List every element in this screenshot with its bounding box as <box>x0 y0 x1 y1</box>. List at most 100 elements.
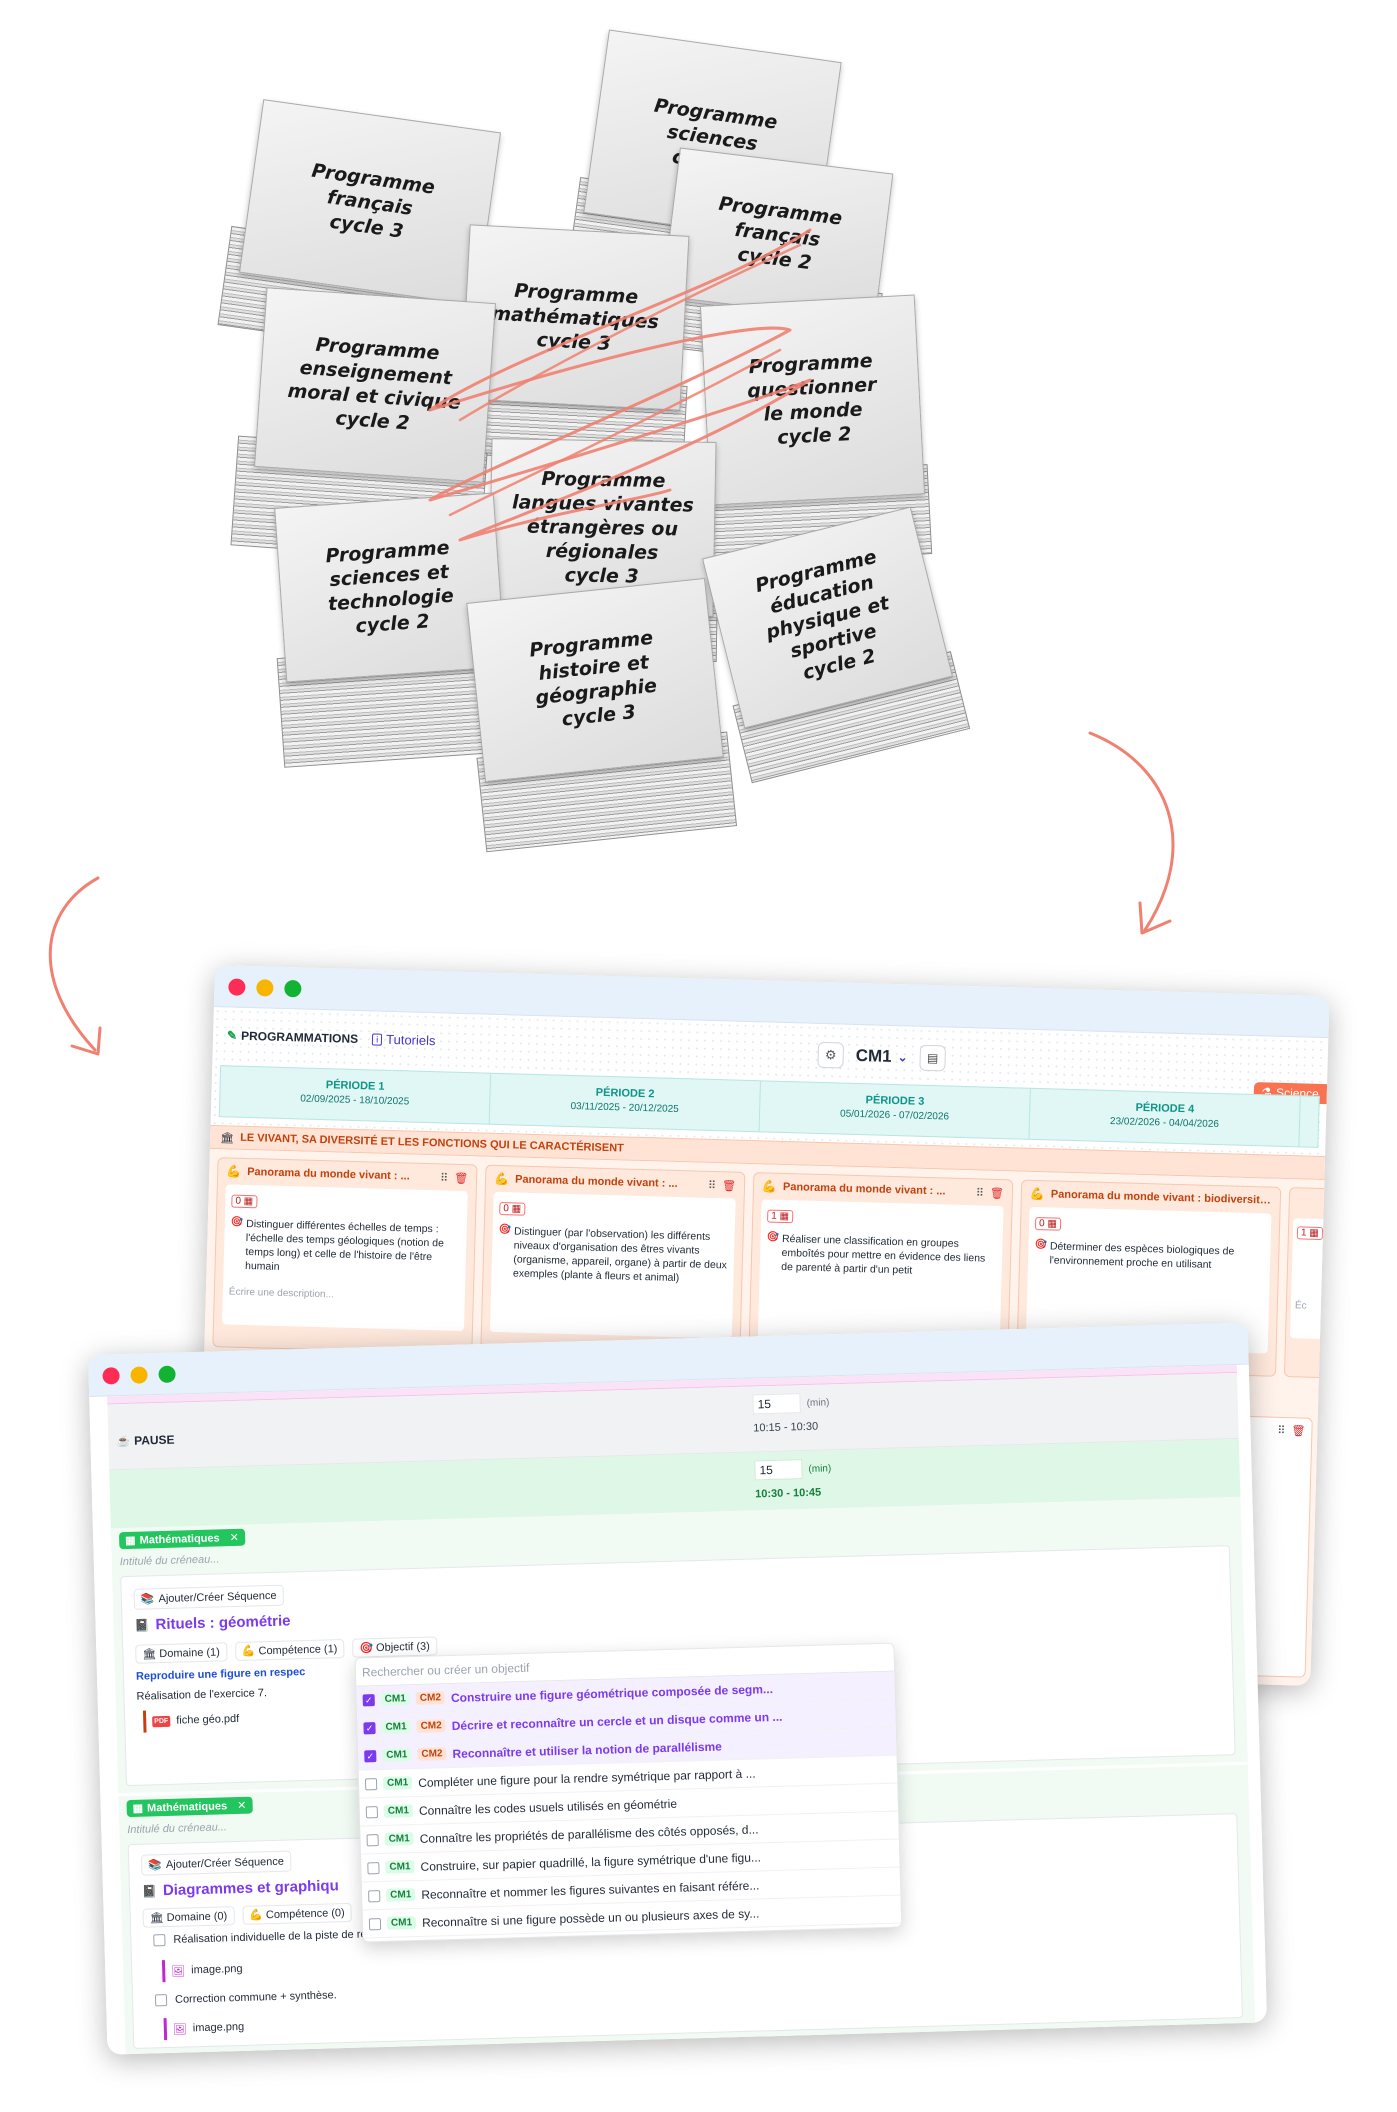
period-tab-3[interactable]: PÉRIODE 3 05/01/2026 - 07/02/2026 <box>759 1081 1031 1139</box>
add-sequence-button[interactable]: 📚 Ajouter/Créer Séquence <box>140 1850 292 1876</box>
info-icon: i <box>372 1032 383 1046</box>
session-count-badge: 0 ▦ <box>499 1202 526 1216</box>
objective-text: Construire, sur papier quadrillé, la fig… <box>420 1849 762 1874</box>
image-icon: 🖼 <box>172 2023 187 2036</box>
objective-checkbox[interactable] <box>367 1861 380 1874</box>
programmations-link[interactable]: ✎ PROGRAMMATIONS <box>226 1027 359 1046</box>
muscle-icon: 💪 <box>241 1645 256 1658</box>
objective-checkbox[interactable]: ✓ <box>363 1721 376 1734</box>
duration-input[interactable]: 15 <box>754 1459 803 1481</box>
period-tab-4[interactable]: PÉRIODE 4 23/02/2026 - 04/04/2026 <box>1029 1088 1301 1147</box>
target-icon: 🎯 <box>359 1642 374 1655</box>
close-window-button[interactable] <box>102 1367 120 1385</box>
trash-icon[interactable]: 🗑 <box>721 1179 737 1193</box>
minimize-window-button[interactable] <box>130 1366 148 1384</box>
slot-title-input[interactable]: Intitulé du créneau... <box>127 1821 228 1837</box>
muscle-icon: 💪 <box>1029 1186 1046 1202</box>
level-badge: CM1 <box>386 1888 416 1902</box>
objective-checkbox[interactable]: ✓ <box>362 1693 375 1706</box>
competence-filter[interactable]: 💪Compétence (0) <box>241 1902 353 1925</box>
session-count-badge: 0 ▦ <box>1034 1217 1062 1231</box>
objective-checkbox[interactable] <box>368 1917 382 1930</box>
pause-icon: ☕ <box>116 1435 131 1448</box>
trash-icon[interactable]: 🗑 <box>1291 1425 1306 1438</box>
maximize-window-button[interactable] <box>284 979 302 998</box>
period-tab-1[interactable]: PÉRIODE 1 02/09/2025 - 18/10/2025 <box>219 1066 492 1124</box>
curriculum-stacks-illustration: Programme sciences cycle 2 Programme fra… <box>200 29 1020 870</box>
sequence-card[interactable]: 💪 Panorama du monde vivant : ... ⠿ 🗑 0 ▦… <box>212 1157 478 1355</box>
objective-link[interactable]: Reproduire une figure en respec <box>135 1666 306 1683</box>
slot-title-input[interactable]: Intitulé du créneau... <box>119 1553 220 1569</box>
domain-filter[interactable]: 🏛Domaine (1) <box>135 1642 228 1664</box>
sequence-title[interactable]: Rituels : géométrie <box>155 1612 291 1634</box>
description-input[interactable]: Éc <box>1294 1300 1307 1312</box>
attachment-pdf[interactable]: PDF fiche géo.pdf <box>142 1707 240 1733</box>
tutoriels-link[interactable]: i Tutoriels <box>372 1031 436 1048</box>
printer-icon: ▤ <box>926 1050 939 1066</box>
level-badge: CM1 <box>382 1748 412 1762</box>
subject-tag-mathematiques[interactable]: ▦ Mathématiques ✕ <box>126 1796 253 1818</box>
attachment-image[interactable]: 🖼 image.png <box>161 1957 243 1983</box>
level-badge: CM2 <box>416 1719 446 1733</box>
print-button[interactable]: ▤ <box>919 1044 947 1072</box>
objective-checkbox[interactable] <box>364 1777 378 1790</box>
objective-checkbox[interactable]: ✓ <box>364 1749 377 1762</box>
competence-filter[interactable]: 💪Compétence (1) <box>234 1638 345 1662</box>
daily-planner-window: ☕ PAUSE 15 (min) 10:15 - 10:30 15 (min) … <box>88 1322 1268 2055</box>
level-selector[interactable]: CM1 ⌄ <box>855 1045 908 1066</box>
sequence-card[interactable]: 1 ▦ Éc <box>1283 1187 1330 1379</box>
level-badge: CM1 <box>381 1720 411 1734</box>
trash-icon[interactable]: 🗑 <box>989 1187 1005 1200</box>
close-icon[interactable]: ✕ <box>229 1531 240 1545</box>
objective-text: Reconnaître et utiliser la notion de par… <box>452 1738 723 1761</box>
sequence-card[interactable]: 💪 Panorama du monde vivant : ... ⠿ 🗑 0 ▦… <box>480 1164 746 1362</box>
arrow-right-icon <box>1088 731 1175 935</box>
minimize-window-button[interactable] <box>256 979 274 997</box>
books-icon: 📚 <box>148 1859 163 1872</box>
settings-button[interactable]: ⚙ <box>817 1041 845 1069</box>
drag-handle-icon[interactable]: ⠿ <box>1277 1424 1286 1438</box>
arrow-left-icon <box>48 876 102 1056</box>
level-badge: CM1 <box>382 1776 413 1790</box>
target-icon: 🎯 <box>766 1231 780 1243</box>
maximize-window-button[interactable] <box>158 1365 176 1384</box>
task-checkbox[interactable] <box>153 1934 166 1947</box>
objective-checkbox[interactable] <box>368 1889 381 1902</box>
target-icon: 🎯 <box>230 1216 244 1228</box>
trash-icon[interactable]: 🗑 <box>454 1172 469 1185</box>
objective-filter[interactable]: 🎯Objectif (3) <box>352 1636 438 1658</box>
sequence-title[interactable]: Diagrammes et graphiqu <box>162 1877 339 1900</box>
task-checkbox[interactable] <box>154 1994 168 2007</box>
objective-text: Reconnaître et nommer les figures suivan… <box>421 1877 760 1902</box>
level-badge: CM1 <box>383 1804 414 1818</box>
objective-text: Connaître les propriétés de parallélisme… <box>419 1821 759 1846</box>
add-sequence-button[interactable]: 📚 Ajouter/Créer Séquence <box>133 1584 284 1610</box>
objective-text: Compléter une figure pour la rendre symé… <box>417 1766 756 1790</box>
drag-handle-icon[interactable]: ⠿ <box>707 1179 717 1192</box>
description-input[interactable]: Écrire une description... <box>228 1286 335 1301</box>
close-window-button[interactable] <box>228 978 246 996</box>
objective-text: Reconnaître si une figure possède un ou … <box>421 1905 760 1930</box>
book-icon: 📓 <box>141 1883 158 1899</box>
duration-input[interactable]: 15 <box>752 1393 801 1415</box>
task-row: Correction commune + synthèse. <box>154 1989 337 2007</box>
red-scribble <box>428 228 812 542</box>
book-icon: 📓 <box>134 1617 150 1633</box>
building-icon: 🏛 <box>142 1648 157 1661</box>
attachment-image[interactable]: 🖼 image.png <box>163 2015 245 2041</box>
period-tab-2[interactable]: PÉRIODE 2 03/11/2025 - 20/12/2025 <box>489 1073 761 1132</box>
objective-checkbox[interactable] <box>365 1805 379 1818</box>
drag-handle-icon[interactable]: ⠿ <box>975 1186 985 1200</box>
abacus-icon: ▦ <box>125 1534 136 1548</box>
subject-tag-mathematiques[interactable]: ▦ Mathématiques ✕ <box>118 1528 246 1550</box>
building-icon: 🏛 <box>220 1131 235 1145</box>
muscle-icon: 💪 <box>249 1909 264 1922</box>
domain-filter[interactable]: 🏛Domaine (0) <box>142 1906 235 1928</box>
close-icon[interactable]: ✕ <box>236 1799 247 1813</box>
target-icon: 🎯 <box>1034 1238 1048 1251</box>
gear-icon: ⚙ <box>824 1047 837 1063</box>
drag-handle-icon[interactable]: ⠿ <box>439 1171 449 1185</box>
objective-checkbox[interactable] <box>366 1833 379 1846</box>
